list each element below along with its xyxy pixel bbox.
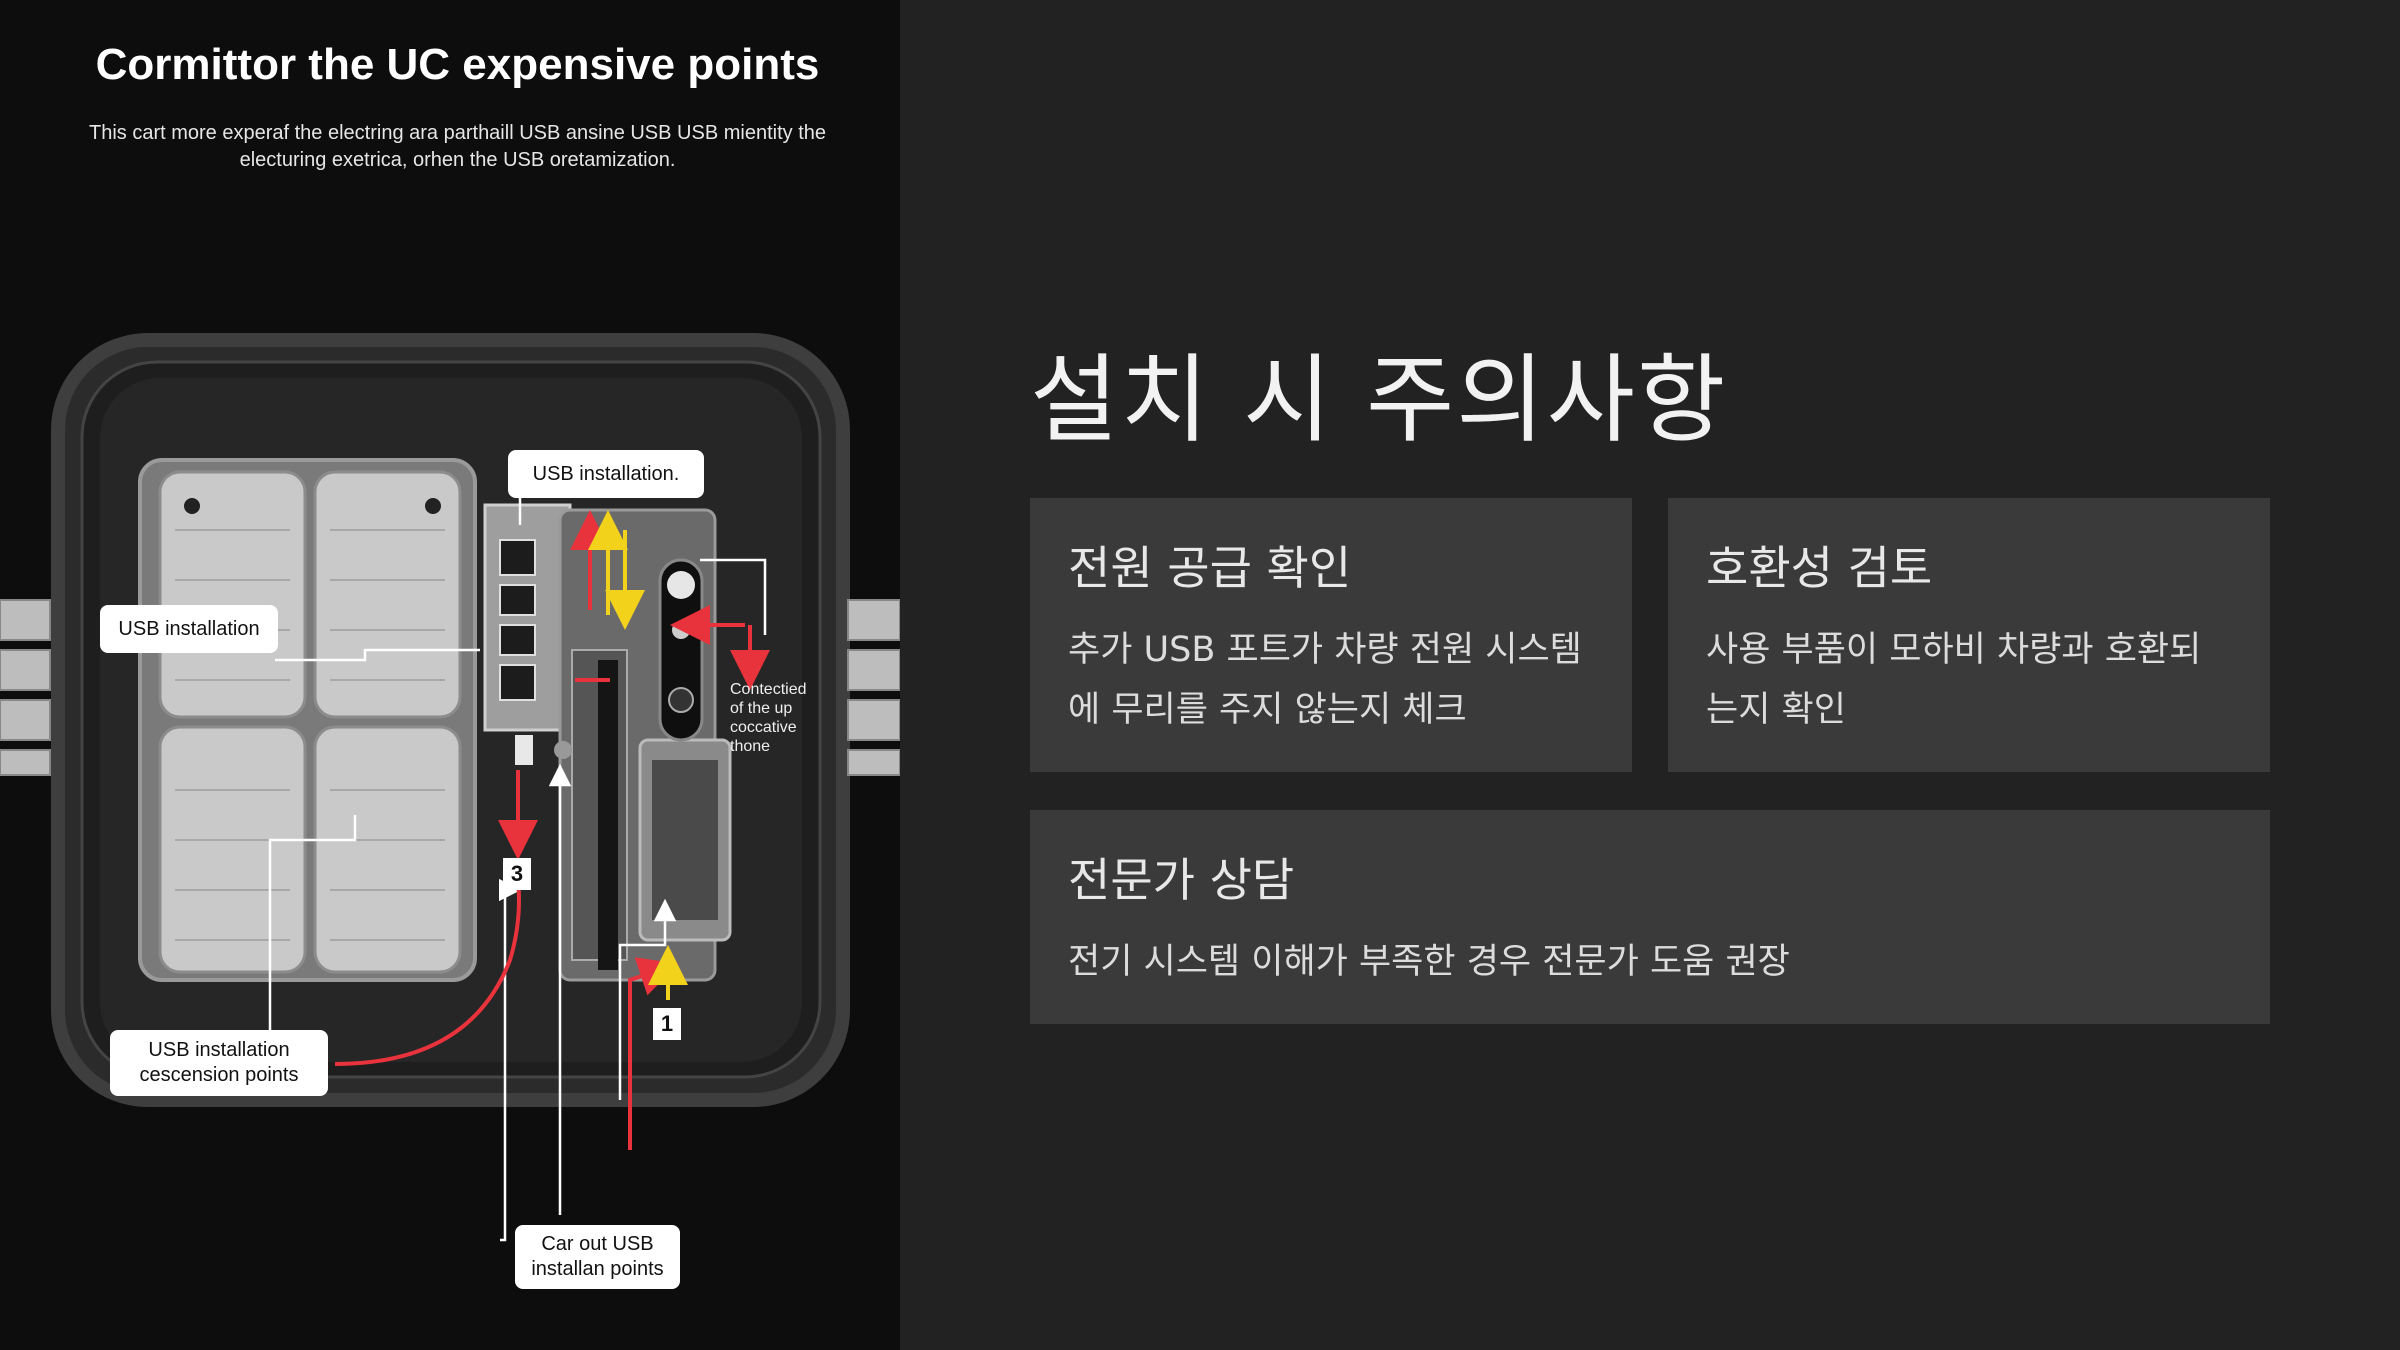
callout-usb-installation-points: USB installation cescension points [110,1030,328,1096]
card-title: 전원 공급 확인 [1068,541,1352,595]
callout-car-out-usb-points: Car out USB installan points [515,1225,680,1289]
figure-subtitle: This cart more experaf the electring ara… [89,122,826,171]
card-text: 전기 시스템 이해가 부족한 경우 전문가 도움 권장 [1068,942,1790,982]
tag-number-1: 1 [653,1008,681,1040]
usb-installation-diagram [0,333,900,1242]
callout-usb-installation-top: USB installation. [508,450,704,498]
figure-title: Cormittor the UC expensive points [95,40,820,89]
card-expert-consult: 전문가 상담 전기 시스템 이해가 부족한 경우 전문가 도움 권장 [1030,810,2270,1024]
card-text: 추가 USB 포트가 차량 전원 시스템에 무리를 주지 않는지 체크 [1068,630,1582,730]
card-title: 호환성 검토 [1706,541,1933,595]
diagram-panel: Cormittor the UC expensive points This c… [0,0,900,1350]
card-title: 전문가 상담 [1068,853,1295,907]
tag-number-3: 3 [503,858,531,890]
card-text: 사용 부품이 모하비 차량과 호환되는지 확인 [1706,630,2202,730]
slide-title: 설치 시 주의사항 [1030,344,1728,456]
side-note-label: Contectied of the up coccative thone [730,681,807,755]
card-compatibility: 호환성 검토 사용 부품이 모하비 차량과 호환되는지 확인 [1668,498,2270,772]
card-power-supply: 전원 공급 확인 추가 USB 포트가 차량 전원 시스템에 무리를 주지 않는… [1030,498,1632,772]
callout-usb-installation-left: USB installation [100,605,278,653]
